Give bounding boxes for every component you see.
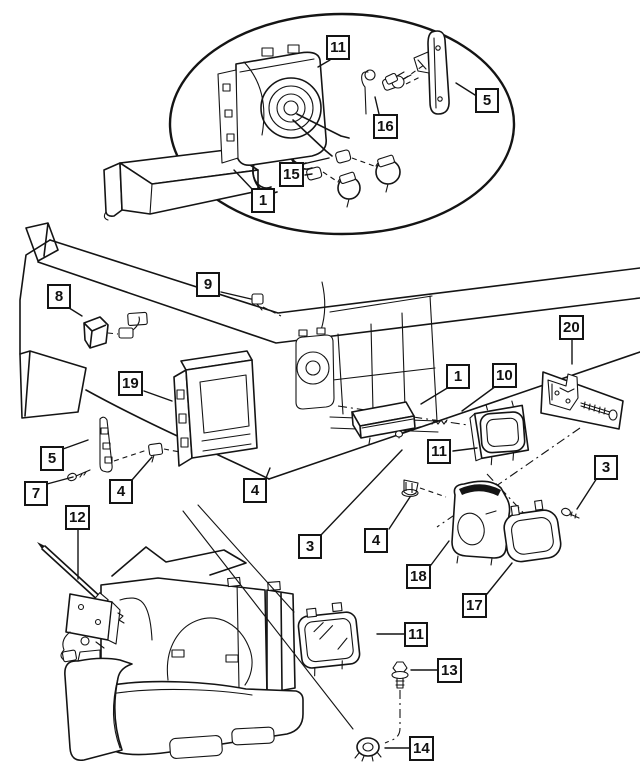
leader-lines xyxy=(46,59,598,749)
bezel-and-mount-art xyxy=(67,350,258,482)
callout-16-bulb[interactable]: 16 xyxy=(373,114,398,139)
callout-label: 1 xyxy=(258,192,268,209)
callout-1-housing[interactable]: 1 xyxy=(251,188,275,213)
callout-label: 11 xyxy=(431,443,447,460)
callout-label: 17 xyxy=(466,597,483,614)
callout-11-housing[interactable]: 11 xyxy=(326,35,350,60)
callout-label: 5 xyxy=(47,450,57,467)
seal-ring-art xyxy=(401,479,580,566)
bumper-view-art xyxy=(64,546,304,762)
callout-label: 16 xyxy=(377,118,394,135)
park-lamp-art xyxy=(351,401,448,445)
callout-17-ring[interactable]: 17 xyxy=(462,593,487,618)
callout-label: 9 xyxy=(203,276,213,293)
sealed-beam-art xyxy=(469,400,530,466)
callout-label: 10 xyxy=(496,367,513,384)
callout-label: 11 xyxy=(330,39,346,56)
callout-5-plate[interactable]: 5 xyxy=(40,446,64,471)
detail-bubble xyxy=(168,12,516,236)
callout-3-screw-left[interactable]: 3 xyxy=(298,534,322,559)
callout-8-marker-lamp[interactable]: 8 xyxy=(47,284,71,309)
headlamp-housing-art xyxy=(103,44,350,221)
callout-19-bezel[interactable]: 19 xyxy=(118,371,143,396)
projection-line xyxy=(182,510,354,730)
projection-line xyxy=(197,504,295,613)
callout-label: 1 xyxy=(453,368,463,385)
callout-11-headlamp[interactable]: 11 xyxy=(427,439,451,464)
fastener-art xyxy=(354,661,409,762)
callout-label: 18 xyxy=(410,568,427,585)
callout-label: 7 xyxy=(31,485,41,502)
callout-label: 15 xyxy=(283,166,300,183)
callout-3-screw-right[interactable]: 3 xyxy=(594,455,618,480)
callout-10-sealed-beam[interactable]: 10 xyxy=(492,363,517,388)
callout-label: 12 xyxy=(69,509,86,526)
callout-label: 19 xyxy=(122,375,139,392)
callout-label: 8 xyxy=(54,288,64,305)
callout-4-clip-left[interactable]: 4 xyxy=(109,479,133,504)
callout-label: 11 xyxy=(408,626,424,643)
fog-lamp-bracket-art xyxy=(37,542,125,663)
callout-label: 13 xyxy=(441,662,458,679)
callout-4-clip-corner[interactable]: 4 xyxy=(243,478,267,503)
callout-13-bolt[interactable]: 13 xyxy=(437,658,462,683)
callout-label: 5 xyxy=(482,92,492,109)
callout-5-bracket-top[interactable]: 5 xyxy=(475,88,499,113)
callout-14-nut[interactable]: 14 xyxy=(409,736,434,761)
callout-1-park-lamp[interactable]: 1 xyxy=(446,364,470,389)
fog-lamp-art xyxy=(297,602,361,677)
callout-7-screw[interactable]: 7 xyxy=(24,481,48,506)
callout-15-sockets[interactable]: 15 xyxy=(279,162,304,187)
callout-label: 4 xyxy=(371,532,381,549)
front-clip-art xyxy=(19,222,640,480)
callout-9-clip[interactable]: 9 xyxy=(196,272,220,297)
callout-label: 3 xyxy=(601,459,611,476)
callout-11-fog-lamp[interactable]: 11 xyxy=(404,622,428,647)
callout-4-nut[interactable]: 4 xyxy=(364,528,388,553)
callout-20-mount-panel[interactable]: 20 xyxy=(559,315,584,340)
mount-panel-art xyxy=(540,371,624,430)
callout-label: 4 xyxy=(116,483,126,500)
callout-12-fog-bracket[interactable]: 12 xyxy=(65,505,90,530)
callout-18-seal[interactable]: 18 xyxy=(406,564,431,589)
callout-label: 3 xyxy=(305,538,315,555)
callout-label: 4 xyxy=(250,482,260,499)
callout-label: 14 xyxy=(413,740,430,757)
callout-label: 20 xyxy=(563,319,580,336)
